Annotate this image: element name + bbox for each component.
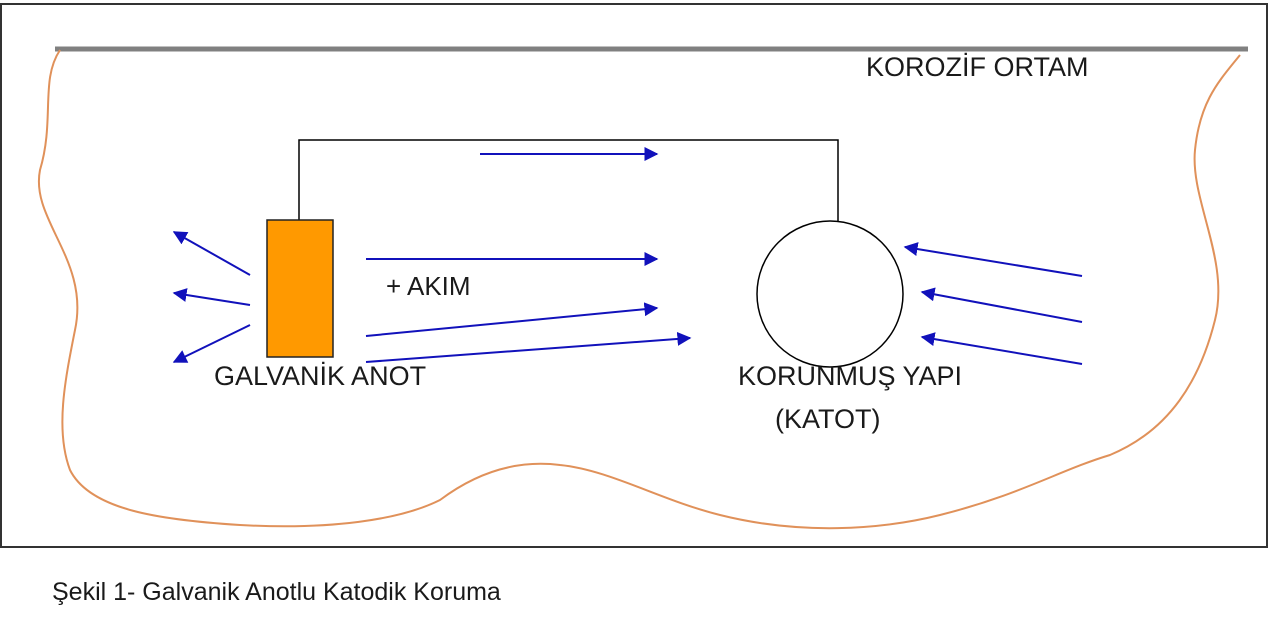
structure-inflow-arrow-bottom — [920, 332, 1083, 365]
anode-outflow-arrow-bottom — [172, 324, 251, 363]
current-arrow-3 — [365, 331, 692, 363]
structure-inflow-arrow-middle — [920, 287, 1083, 323]
corrosive-medium-label: KOROZİF ORTAM — [866, 52, 1089, 82]
galvanic-anode — [266, 219, 334, 358]
protected-structure — [756, 220, 904, 368]
structure-label: KORUNMUŞ YAPI — [738, 361, 963, 391]
connecting-wire — [298, 139, 839, 230]
anode-outflow-arrow-top — [172, 231, 251, 276]
structure-inflow-arrow-top — [903, 242, 1083, 277]
anode-outflow-arrow-middle — [172, 288, 251, 306]
cathode-label: (KATOT) — [775, 404, 881, 434]
figure-frame — [0, 3, 1268, 548]
figure-caption: Şekil 1- Galvanik Anotlu Katodik Koruma — [52, 578, 501, 606]
current-arrow-2 — [365, 302, 659, 337]
current-label: + AKIM — [386, 271, 471, 301]
corrosive-medium-boundary — [37, 49, 1241, 530]
anode-label: GALVANİK ANOT — [214, 361, 427, 391]
